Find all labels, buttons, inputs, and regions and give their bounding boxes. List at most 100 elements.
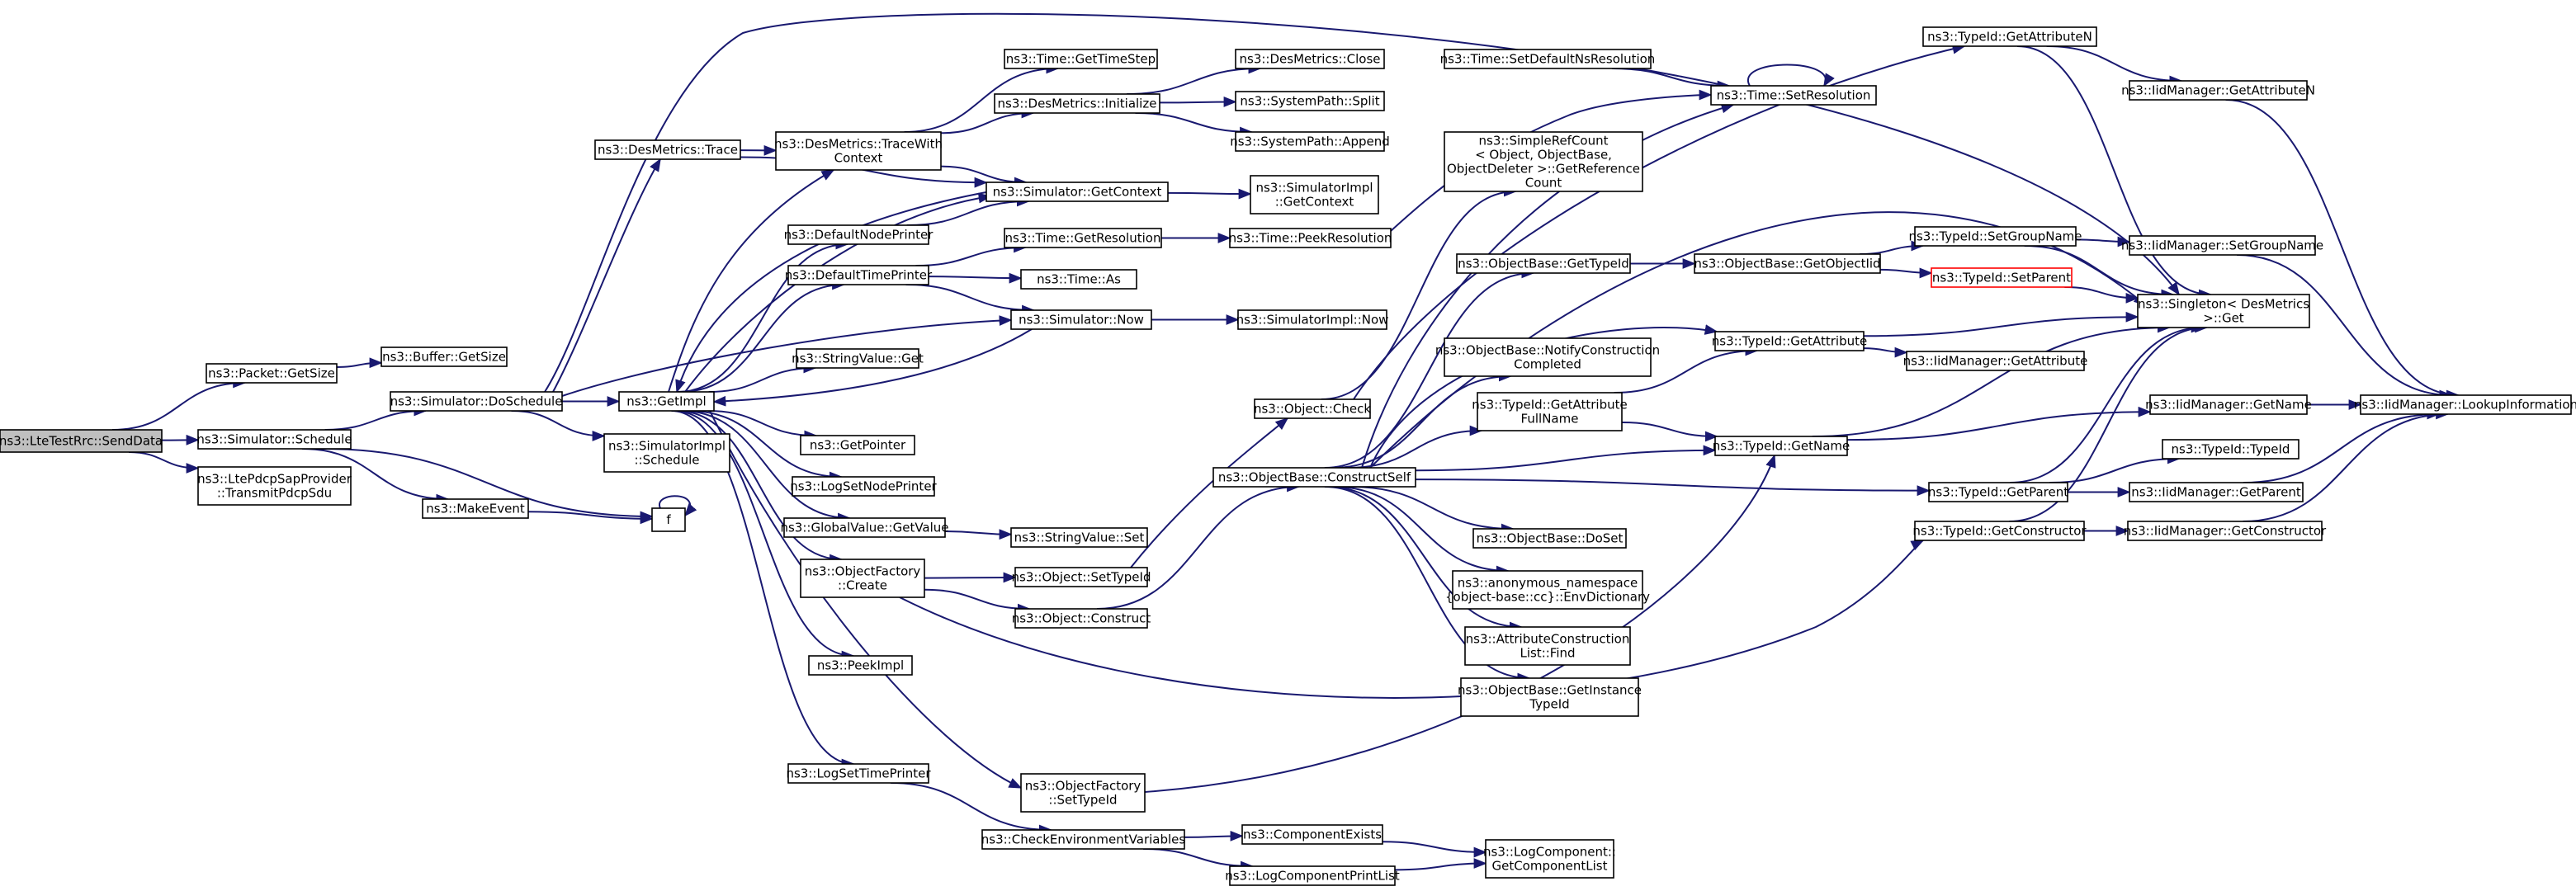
node-globalValueGetValue[interactable]: ns3::GlobalValue::GetValue [780,517,949,538]
node-simGetContext[interactable]: ns3::Simulator::GetContext [985,182,1169,202]
node-defaultTimePrinter[interactable]: ns3::DefaultTimePrinter [785,265,933,285]
node-box [994,93,1160,114]
node-iidLookupInformation[interactable]: ns3::IidManager::LookupInformation [2354,394,2576,415]
node-label: ns3::SystemPath::Split [1240,94,1379,109]
node-desTrace[interactable]: ns3::DesMetrics::Trace [594,139,741,160]
call-nodes: ns3::LteTestRrc::SendData ns3::Packet::Ge… [0,26,2576,886]
node-notifyConstructionCompleted[interactable]: ns3::ObjectBase::NotifyConstructionCompl… [1435,337,1660,377]
node-iidSetGroupName[interactable]: ns3::IidManager::SetGroupName [2121,235,2323,256]
node-bufferGetSize[interactable]: ns3::Buffer::GetSize [380,346,508,367]
node-box [0,429,163,453]
call-edge [1415,445,1717,472]
node-constructSelf[interactable]: ns3::ObjectBase::ConstructSelf [1212,467,1416,488]
node-logSetTimePrinter[interactable]: ns3::LogSetTimePrinter [786,763,931,784]
node-envDictionary[interactable]: ns3::anonymous_namespace{object-base::cc… [1445,570,1650,610]
node-simpleRefCount[interactable]: ns3::SimpleRefCount< Object, ObjectBase,… [1444,131,1643,192]
node-transmitPdcpSdu[interactable]: ns3::LtePdcpSapProvider::TransmitPdcpSdu [197,466,352,506]
node-typeIdSetGroupName[interactable]: ns3::TypeId::SetGroupName [1908,226,2082,247]
node-logComponentPrintList[interactable]: ns3::LogComponentPrintList [1225,865,1400,886]
node-getImpl[interactable]: ns3::GetImpl [618,391,715,412]
node-doSchedule[interactable]: ns3::Simulator::DoSchedule [390,391,563,412]
node-objectBaseGetObjectIid[interactable]: ns3::ObjectBase::GetObjectIid [1694,253,1881,274]
node-componentExists[interactable]: ns3::ComponentExists [1241,824,1383,845]
node-simImplGetContext[interactable]: ns3::SimulatorImpl::GetContext [1250,175,1379,214]
node-label: ns3::SimulatorImpl [1255,181,1373,196]
node-systemPathSplit[interactable]: ns3::SystemPath::Split [1235,91,1385,111]
node-label: ObjectDeleter >::GetReference [1447,162,1640,177]
node-simImplNow[interactable]: ns3::SimulatorImpl::Now [1236,309,1389,330]
node-logSetNodePrinter[interactable]: ns3::LogSetNodePrinter [790,476,938,497]
node-timePeekResolution[interactable]: ns3::Time::PeekResolution [1229,228,1392,248]
call-edge [1863,311,2139,337]
node-label: ns3::Time::SetResolution [1717,88,1871,103]
node-timeGetTimeStep[interactable]: ns3::Time::GetTimeStep [1004,49,1158,69]
node-getPointer[interactable]: ns3::GetPointer [800,435,915,455]
node-iidGetParent[interactable]: ns3::IidManager::GetParent [2129,482,2304,502]
node-singletonGet[interactable]: ns3::Singleton< DesMetrics>::Get [2137,294,2310,328]
node-stringValueSet[interactable]: ns3::StringValue::Set [1010,527,1148,548]
node-objectBaseGetTypeId[interactable]: ns3::ObjectBase::GetTypeId [1456,253,1631,274]
node-label: ns3::ObjectBase::GetTypeId [1458,257,1629,271]
call-edge [2064,286,2139,304]
node-desInitialize[interactable]: ns3::DesMetrics::Initialize [994,93,1160,114]
node-peekImpl[interactable]: ns3::PeekImpl [808,655,913,676]
node-systemPathAppend[interactable]: ns3::SystemPath::Append [1230,131,1390,152]
node-label: ns3::Simulator::GetContext [993,185,1162,200]
node-box [1694,253,1881,274]
node-iidGetConstructor[interactable]: ns3::IidManager::GetConstructor [2124,521,2327,541]
call-edge [1127,63,1262,95]
node-sendData[interactable]: ns3::LteTestRrc::SendData [0,429,163,453]
node-simNow[interactable]: ns3::Simulator::Now [1010,309,1152,330]
node-timeSetDefaultNsResolution[interactable]: ns3::Time::SetDefaultNsResolution [1440,49,1656,69]
node-iidGetAttribute[interactable]: ns3::IidManager::GetAttribute [1903,351,2088,371]
node-box [1250,175,1379,214]
node-typeIdGetConstructor[interactable]: ns3::TypeId::GetConstructor [1912,521,2087,541]
node-label: ns3::ObjectBase::DoSet [1477,531,1624,546]
node-simSchedule[interactable]: ns3::Simulator::Schedule [196,429,352,450]
node-simImplSchedule[interactable]: ns3::SimulatorImpl::Schedule [603,433,730,473]
node-makeEvent[interactable]: ns3::MakeEvent [422,498,529,519]
node-typeIdSetParent[interactable]: ns3::TypeId::SetParent [1931,267,2073,288]
node-objectFactorySetTypeId[interactable]: ns3::ObjectFactory::SetTypeId [1020,773,1146,813]
node-label: ns3::ComponentExists [1243,827,1382,842]
node-typeIdTypeId[interactable]: ns3::TypeId::TypeId [2162,439,2299,460]
node-label: >::Get [2203,311,2244,326]
node-box [2129,80,2308,101]
node-timeAs[interactable]: ns3::Time::As [1020,269,1137,290]
node-box [787,763,929,784]
node-objectConstruct[interactable]: ns3::Object::Construct [1012,608,1151,629]
node-typeIdGetAttributeN[interactable]: ns3::TypeId::GetAttributeN [1922,26,2097,47]
node-objectCheck[interactable]: ns3::Object::Check [1254,398,1371,419]
node-f[interactable]: f [651,507,686,532]
call-edge [681,410,852,524]
node-packetGetSize[interactable]: ns3::Packet::GetSize [206,363,338,384]
node-timeGetResolution[interactable]: ns3::Time::GetResolution [1004,228,1162,248]
node-objectBaseDoSet[interactable]: ns3::ObjectBase::DoSet [1472,528,1627,549]
call-edge [708,362,817,393]
node-checkEnvVars[interactable]: ns3::CheckEnvironmentVariables [981,829,1186,850]
node-typeIdGetParent[interactable]: ns3::TypeId::GetParent [1928,482,2068,502]
node-box [1452,570,1643,610]
node-logComponentGetList[interactable]: ns3::LogComponent::GetComponentList [1483,839,1616,879]
node-typeIdGetName[interactable]: ns3::TypeId::GetName [1713,436,1850,456]
node-iidGetAttributeN[interactable]: ns3::IidManager::GetAttributeN [2121,80,2315,101]
node-timeSetResolution[interactable]: ns3::Time::SetResolution [1710,85,1877,106]
call-edge [2046,45,2183,87]
node-defaultNodePrinter[interactable]: ns3::DefaultNodePrinter [784,224,934,245]
node-desClose[interactable]: ns3::DesMetrics::Close [1235,49,1385,69]
call-edge [673,410,855,662]
node-objectSetTypeId[interactable]: ns3::Object::SetTypeId [1012,567,1151,587]
node-objectFactoryCreate[interactable]: ns3::ObjectFactory::Create [800,559,925,598]
node-box [1931,267,2073,288]
node-box [783,517,946,538]
node-typeIdGetAttribute[interactable]: ns3::TypeId::GetAttribute [1712,331,1867,351]
node-box [1004,228,1162,248]
node-stringValueGet[interactable]: ns3::StringValue::Get [792,348,924,369]
node-iidGetName[interactable]: ns3::IidManager::GetName [2145,394,2312,415]
node-label: ns3::Packet::GetSize [208,366,335,381]
node-box [1444,131,1643,192]
